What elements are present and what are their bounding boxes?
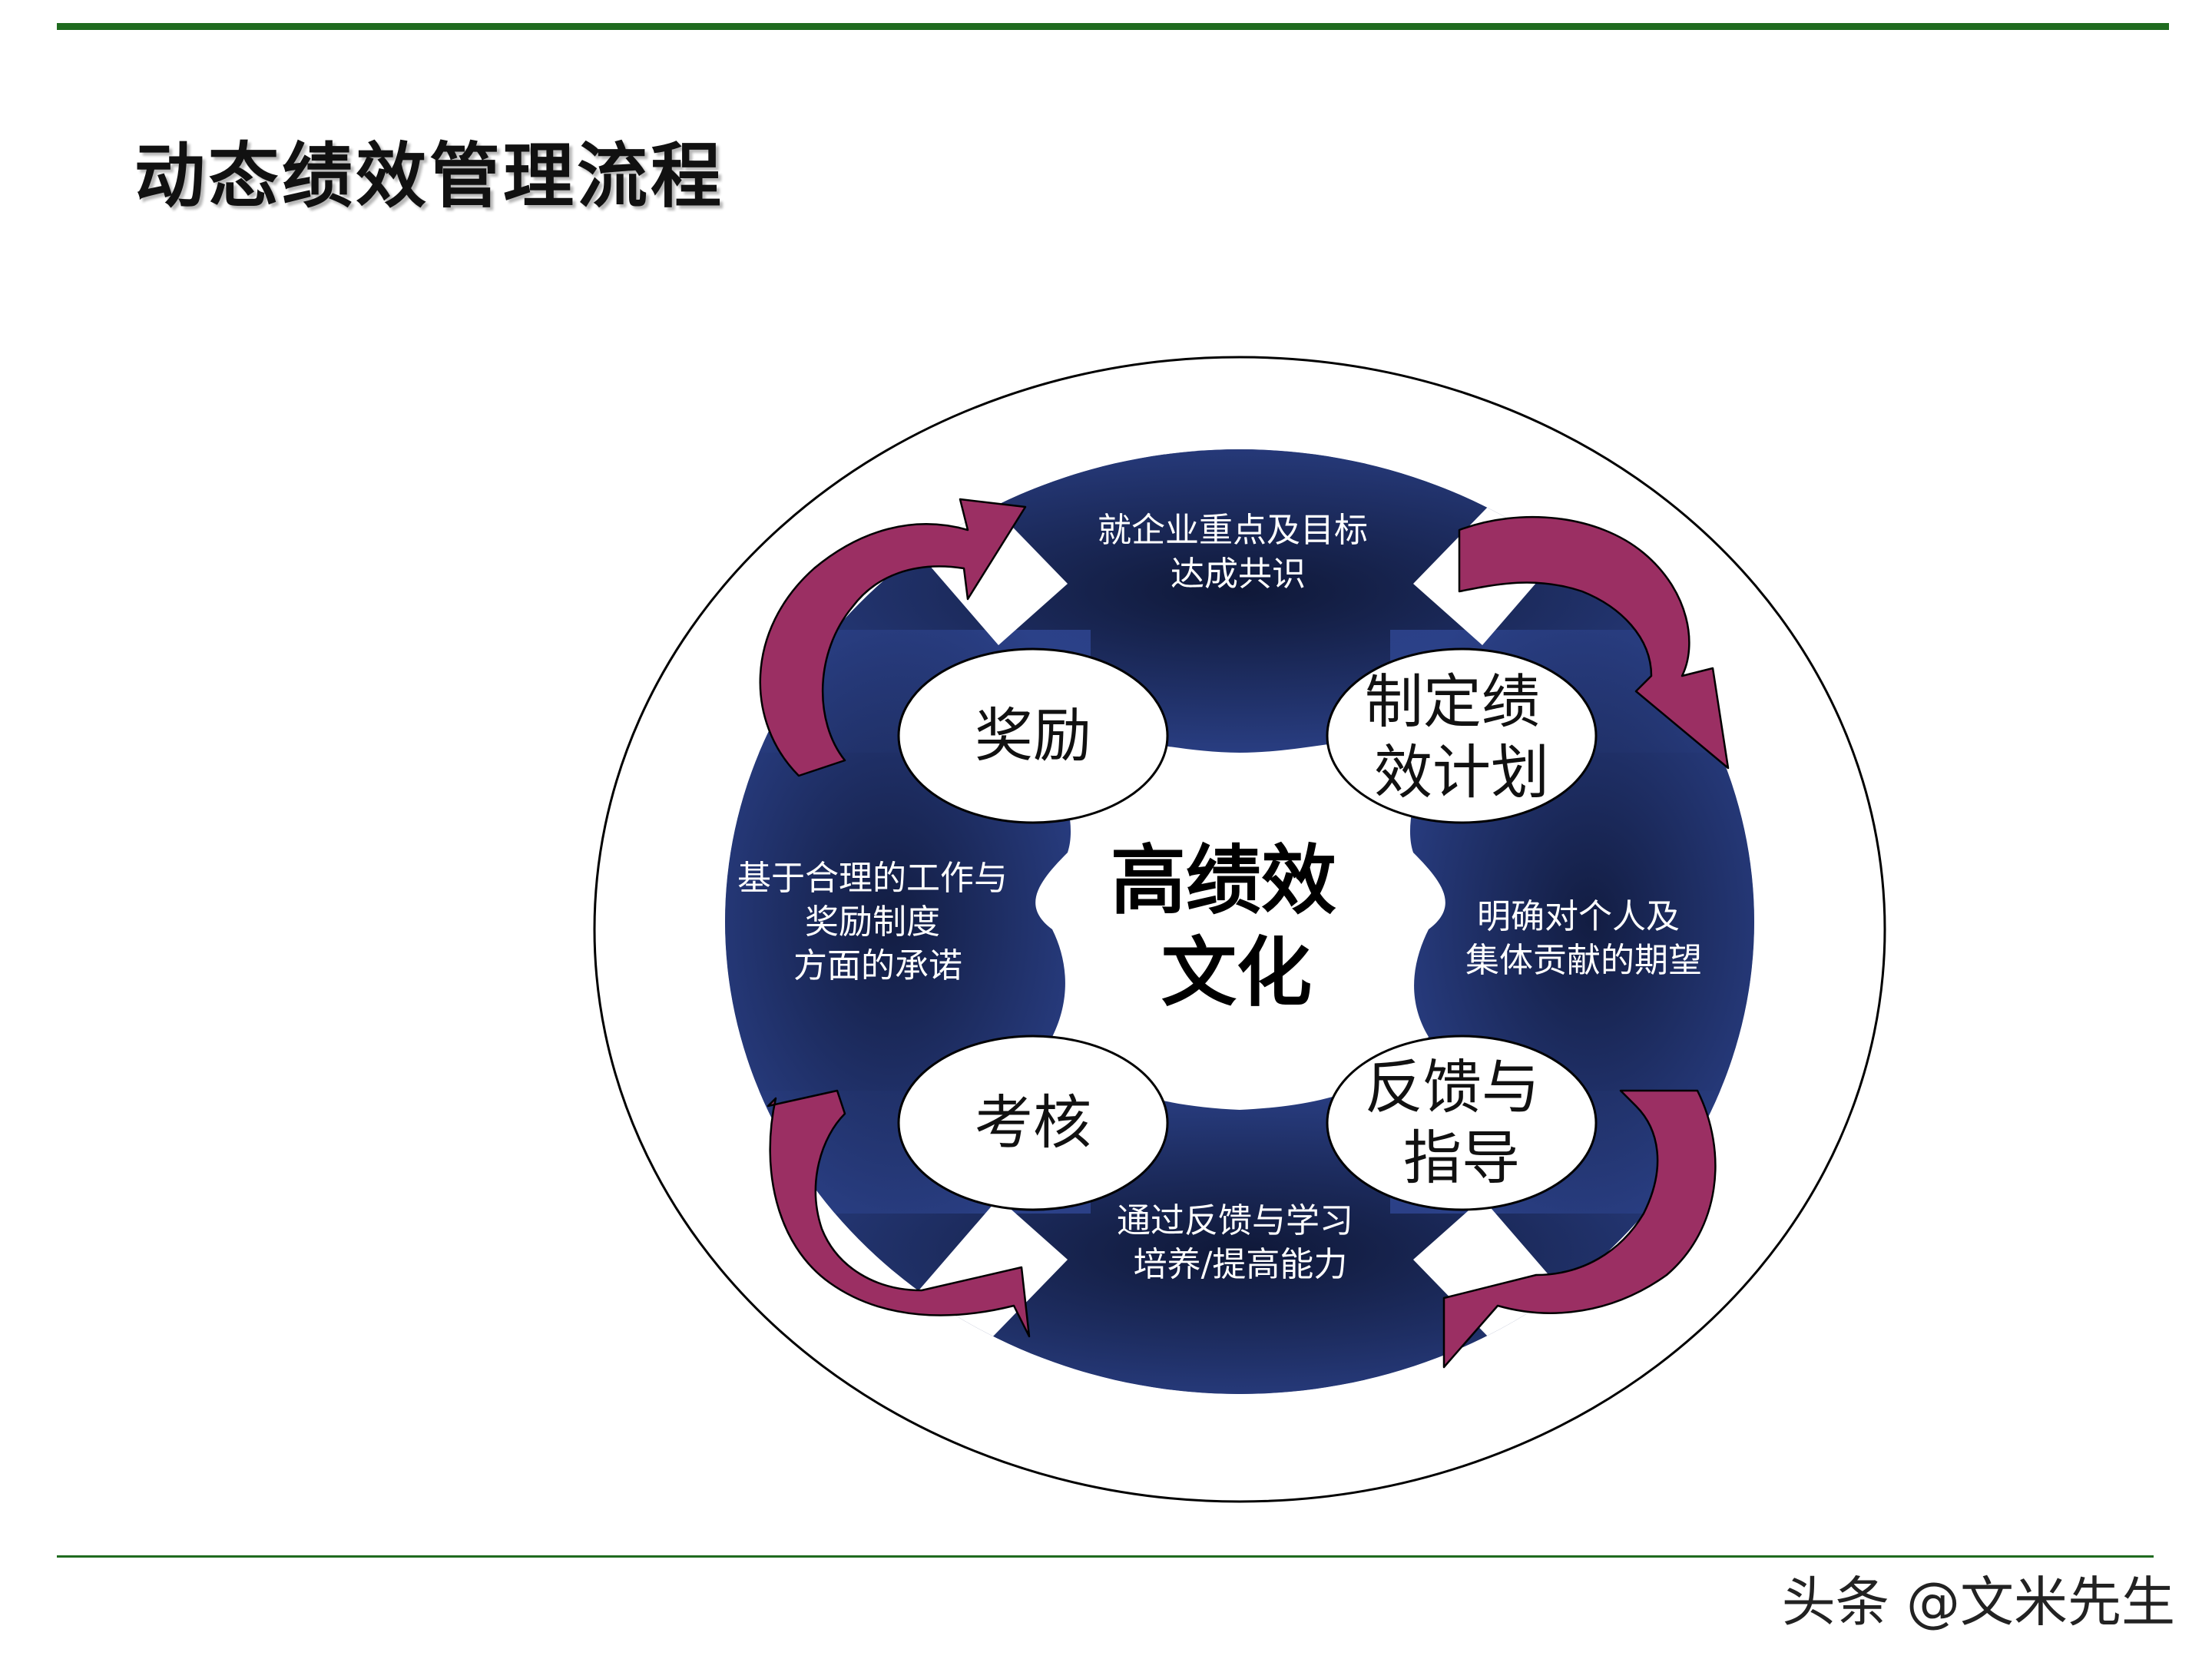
segment-bottom-label: 通过反馈与学习 培养/提高能力 xyxy=(1117,1201,1364,1284)
arrow-top-right xyxy=(1458,515,1730,770)
node-reward-label: 奖励 xyxy=(975,701,1091,770)
arrow-bottom-right xyxy=(1442,1089,1717,1369)
arrow-top-left xyxy=(759,498,1027,777)
top-rule xyxy=(57,23,2169,30)
node-plan-label: 制定绩 效计划 xyxy=(1365,667,1558,806)
bottom-rule xyxy=(57,1555,2154,1558)
node-reward xyxy=(897,647,1169,824)
arrow-bottom-left xyxy=(767,1089,1031,1338)
cycle-arrows xyxy=(759,498,1730,1369)
node-assess xyxy=(897,1035,1169,1211)
node-plan xyxy=(1326,647,1598,824)
node-feedback-label: 反馈与 指导 xyxy=(1365,1053,1558,1192)
node-feedback xyxy=(1326,1035,1598,1211)
watermark-text: 头条 @文米先生 xyxy=(1781,1571,2175,1634)
center-area xyxy=(1035,740,1445,1110)
segment-top-label: 就企业重点及目标 达成共识 xyxy=(1098,511,1379,594)
page-title: 动态绩效管理流程 xyxy=(134,134,725,217)
node-assess-label: 考核 xyxy=(975,1088,1091,1157)
segment-right-label: 明确对个人及 集体贡献的期望 xyxy=(1465,897,1702,980)
center-label: 高绩效 文化 xyxy=(1111,836,1363,1017)
segment-left-label: 基于合理的工作与 奖励制度 方面的承诺 xyxy=(737,859,1018,985)
